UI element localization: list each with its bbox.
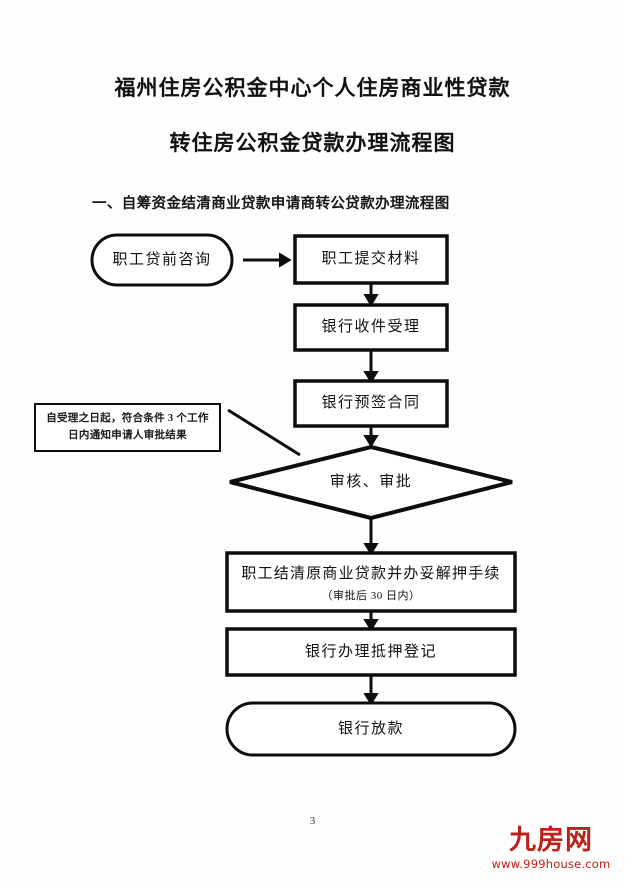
document-title-line-2: 转住房公积金贷款办理流程图 — [169, 131, 456, 155]
site-watermark: 九房网 www.999house.com — [489, 813, 613, 871]
document-title-line-1: 福州住房公积金中心个人住房商业性贷款 — [114, 76, 511, 100]
flow-node-settle[interactable] — [225, 551, 517, 613]
flow-node-presign[interactable] — [293, 379, 449, 428]
flow-node-mortgage[interactable] — [225, 627, 517, 677]
page-number: 3 — [309, 815, 316, 827]
flow-node-receive[interactable] — [293, 303, 449, 352]
flow-node-submit[interactable] — [293, 234, 449, 285]
connector-note-to-review — [227, 408, 301, 457]
section-heading: 一、自筹资金结清商业贷款申请商转公贷款办理流程图 — [92, 196, 450, 212]
flow-node-note[interactable] — [34, 403, 221, 452]
watermark-logo-text: 九房网 — [509, 825, 593, 856]
flow-node-payout[interactable] — [225, 701, 517, 757]
flow-node-review[interactable] — [229, 444, 513, 521]
watermark-url: www.999house.com — [491, 857, 611, 871]
flow-node-start[interactable] — [90, 233, 234, 287]
